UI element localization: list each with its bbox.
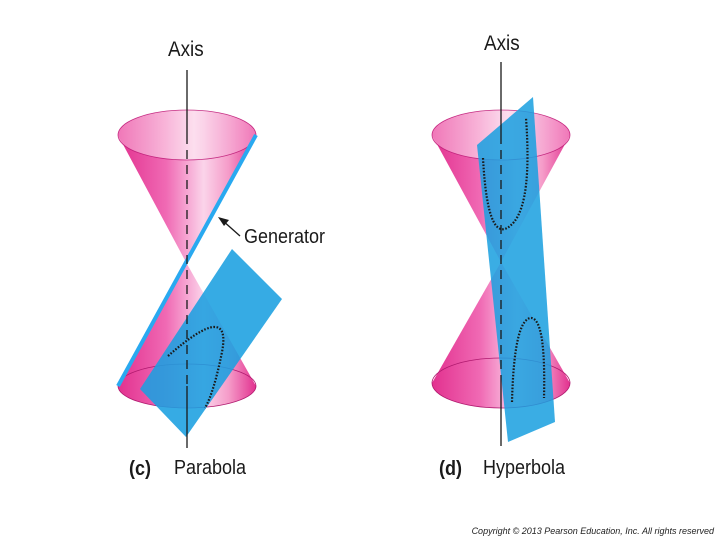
hyperbola-upper-branch	[481, 117, 529, 231]
caption-letter-c: (c)	[129, 458, 152, 480]
generator-pointer-arrowhead	[218, 217, 229, 226]
axis-label-d: Axis	[484, 32, 520, 55]
generator-label: Generator	[244, 226, 326, 248]
parabola-curve	[167, 325, 225, 409]
caption-name-d: Hyperbola	[483, 457, 566, 479]
axis-label-c: Axis	[168, 38, 204, 61]
cutting-plane-c	[140, 249, 282, 437]
cutting-plane-d	[477, 97, 555, 442]
parabola-diagram	[116, 70, 282, 448]
hyperbola-diagram	[431, 62, 571, 446]
caption-name-c: Parabola	[174, 457, 247, 479]
hyperbola-lower-branch	[510, 316, 546, 403]
caption-letter-d: (d)	[439, 458, 462, 480]
copyright-notice: Copyright © 2013 Pearson Education, Inc.…	[471, 526, 714, 536]
